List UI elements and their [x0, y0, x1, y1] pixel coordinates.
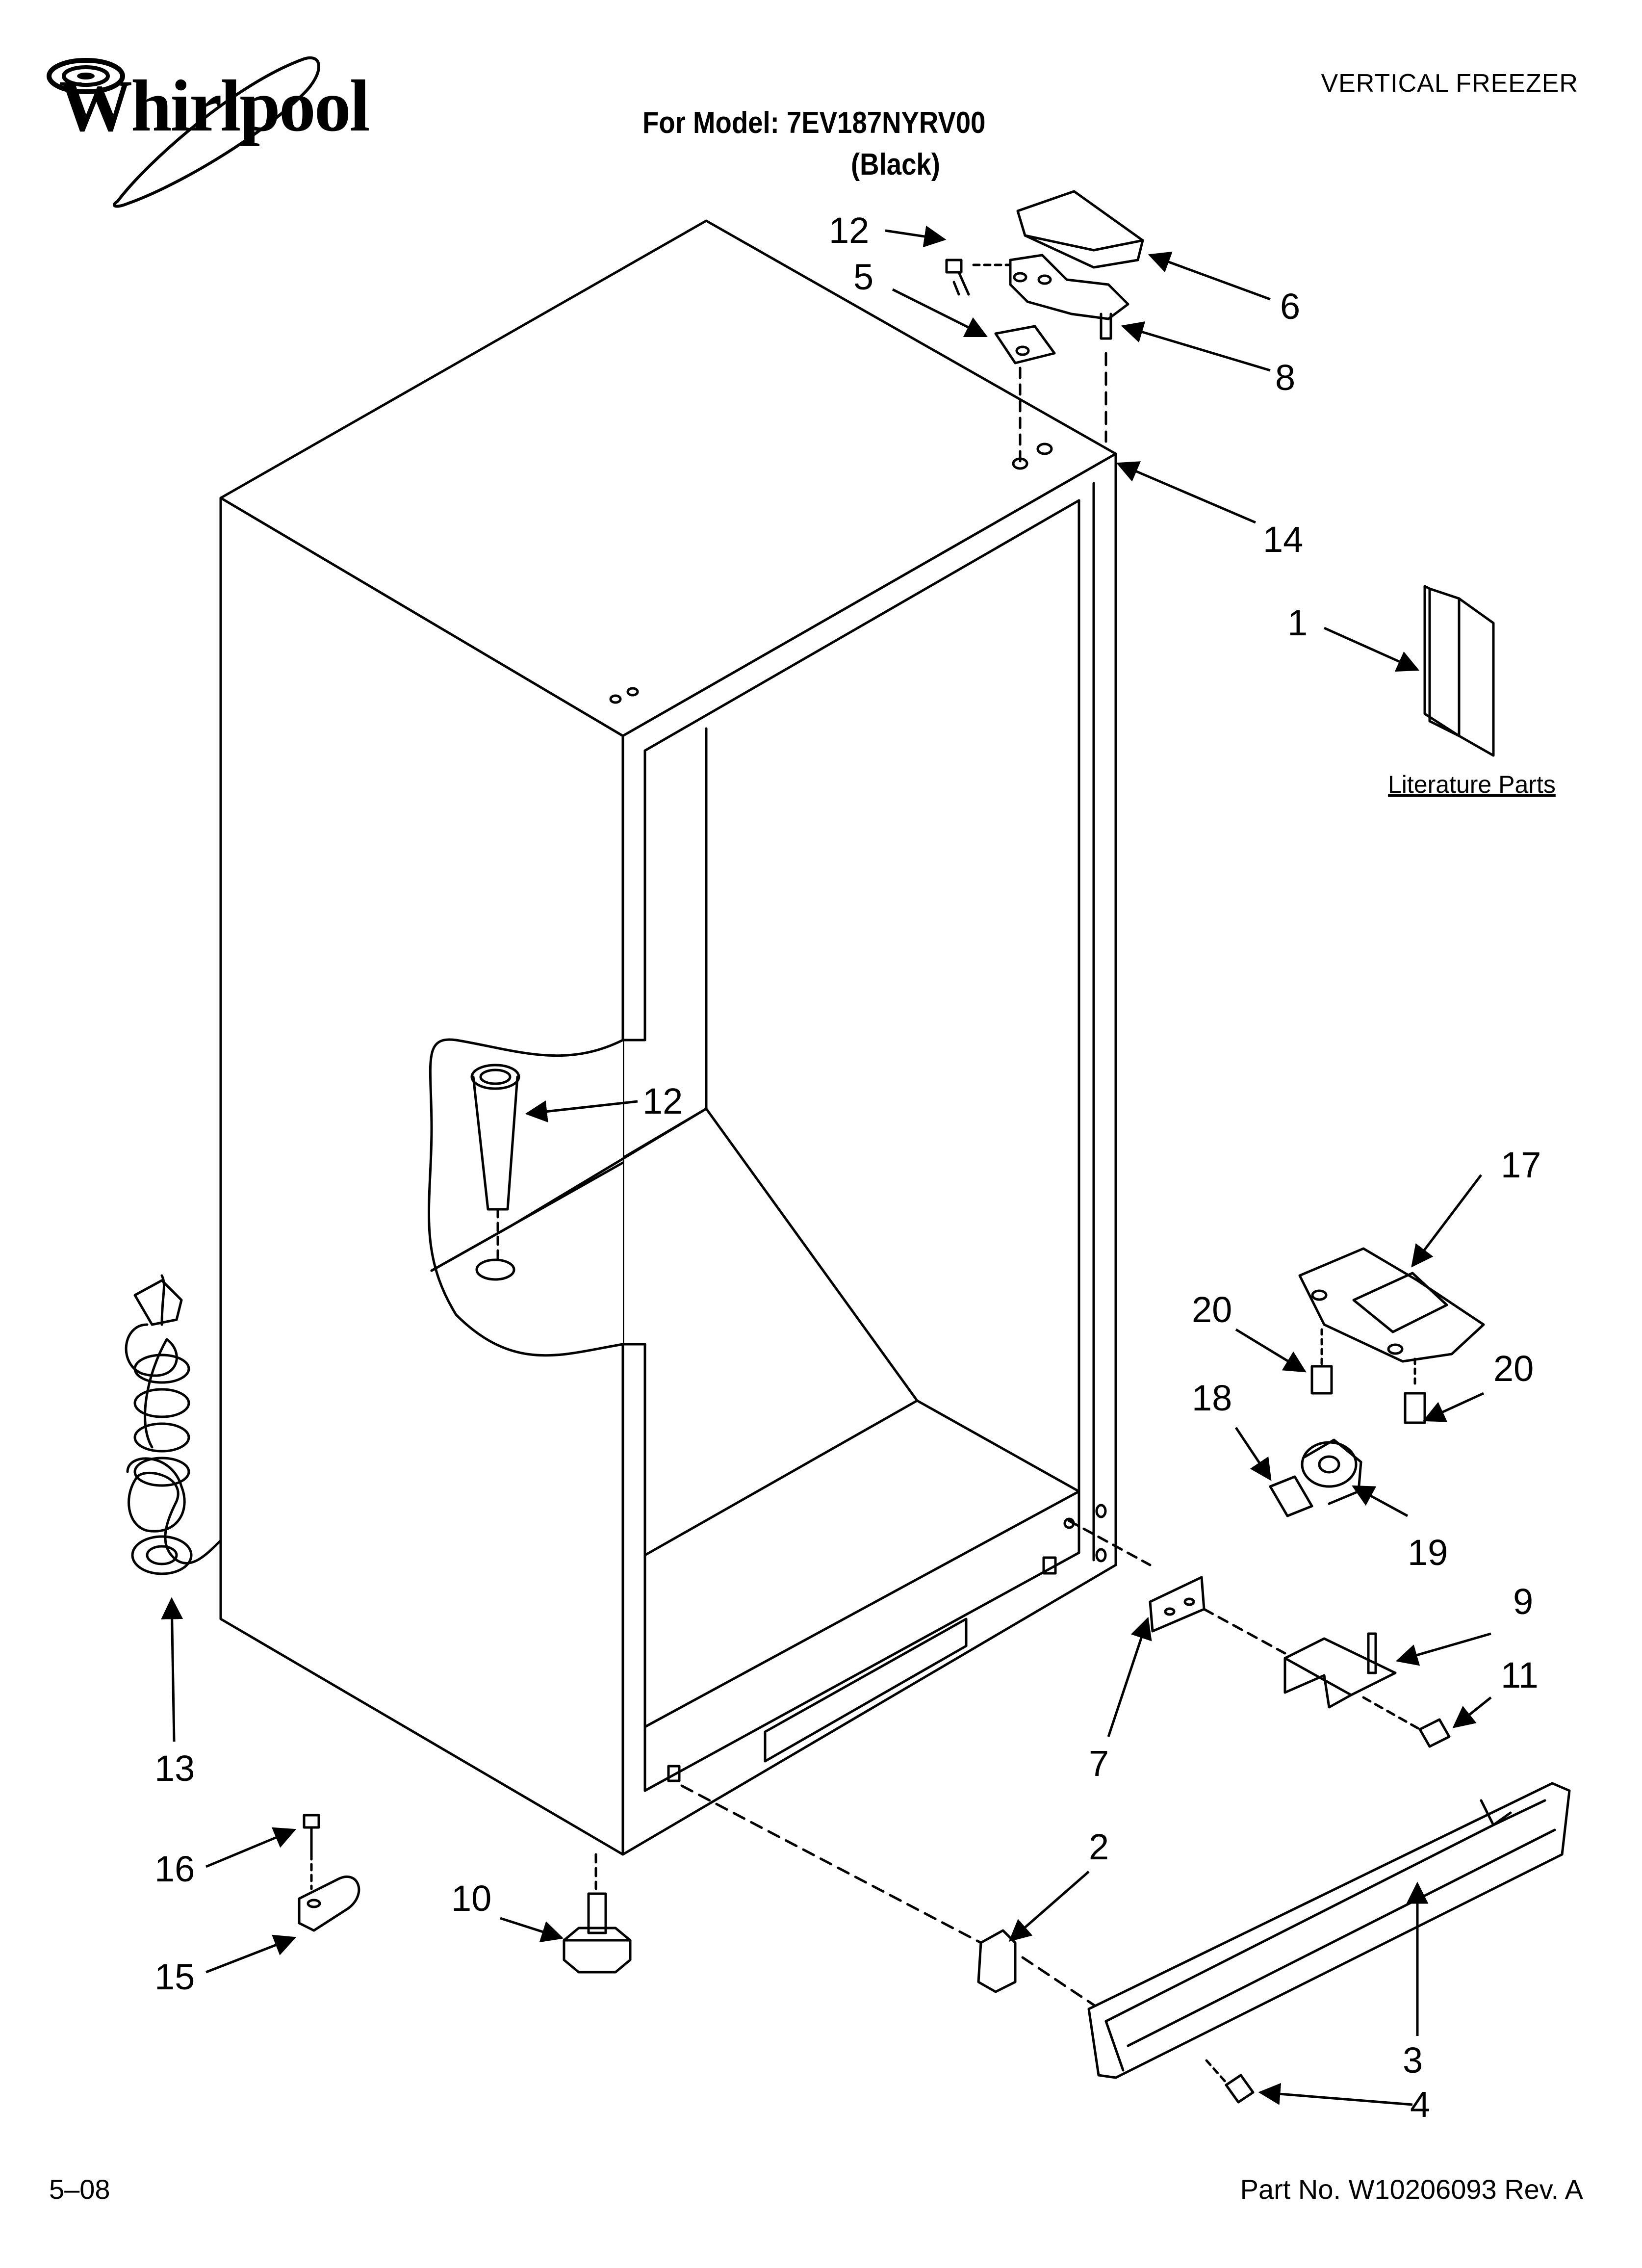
literature-book — [1428, 587, 1495, 757]
hinge-bracket — [1149, 1576, 1206, 1633]
leader-12a — [885, 225, 947, 248]
callout-9: 9 — [1513, 1581, 1533, 1622]
leader-2 — [1008, 1871, 1090, 1942]
leader-7 — [1107, 1616, 1152, 1737]
leader-20b — [1422, 1392, 1485, 1422]
model-number: For Model: 7EV187NYRV00 — [642, 106, 986, 140]
callout-16: 16 — [154, 1849, 195, 1889]
leader-16 — [205, 1827, 297, 1868]
category-title: VERTICAL FREEZER — [1321, 69, 1578, 98]
callout-12-top: 12 — [829, 210, 869, 251]
cabinet-front-frame — [621, 452, 1117, 1856]
leader-19 — [1352, 1485, 1409, 1517]
kickplate — [1087, 1782, 1571, 2079]
leader-11 — [1452, 1696, 1492, 1728]
leader-4 — [1258, 2083, 1413, 2106]
callout-12-drain: 12 — [642, 1081, 683, 1121]
leader-9 — [1395, 1632, 1491, 1666]
callout-4: 4 — [1410, 2084, 1430, 2125]
callout-6: 6 — [1280, 286, 1300, 327]
leader-1 — [1323, 626, 1420, 672]
callout-20-left: 20 — [1192, 1289, 1232, 1330]
whirlpool-logo-swirl — [47, 56, 320, 208]
callout-14: 14 — [1263, 519, 1303, 560]
callout-3: 3 — [1403, 2040, 1423, 2081]
callout-1: 1 — [1287, 602, 1308, 643]
callout-10: 10 — [451, 1878, 491, 1919]
callout-17: 17 — [1501, 1145, 1541, 1185]
callout-20-right: 20 — [1493, 1348, 1534, 1389]
cord-clamp — [298, 1875, 360, 1932]
leader-12b — [525, 1100, 638, 1122]
cutaway-outline — [427, 1038, 624, 1357]
leader-20a — [1235, 1328, 1307, 1373]
leader-5 — [892, 288, 988, 338]
leader-6 — [1148, 251, 1271, 301]
model-color: (Black) — [851, 148, 940, 182]
power-cord — [125, 1274, 222, 1564]
leader-17 — [1411, 1174, 1482, 1268]
footer-part-number: Part No. W10206093 Rev. A — [1240, 2174, 1583, 2205]
literature-parts-label: Literature Parts — [1388, 771, 1556, 798]
hinge-plate-top — [1009, 254, 1129, 320]
leader-10 — [500, 1917, 564, 1943]
callout-19: 19 — [1408, 1532, 1448, 1573]
hinge-shim — [994, 325, 1056, 365]
callout-13: 13 — [154, 1748, 195, 1789]
leader-14 — [1116, 461, 1256, 524]
footer-date: 5–08 — [49, 2174, 110, 2205]
callout-18: 18 — [1192, 1378, 1232, 1418]
leader-18 — [1234, 1427, 1272, 1481]
leader-15 — [205, 1934, 297, 1974]
callout-2: 2 — [1089, 1826, 1109, 1867]
leveling-leg — [587, 1892, 607, 1934]
callout-15: 15 — [154, 1956, 195, 1997]
leader-8 — [1121, 321, 1271, 372]
callout-5: 5 — [853, 257, 873, 297]
callout-11: 11 — [1501, 1655, 1539, 1695]
callout-8: 8 — [1275, 357, 1295, 398]
bottom-hinge — [1298, 1247, 1485, 1363]
leader-13 — [161, 1597, 183, 1742]
kickplate-clip — [977, 1929, 1017, 1993]
brand-logo-text: Whirlpool — [59, 65, 370, 147]
lower-hinge — [1283, 1637, 1397, 1696]
callout-7: 7 — [1089, 1743, 1109, 1784]
